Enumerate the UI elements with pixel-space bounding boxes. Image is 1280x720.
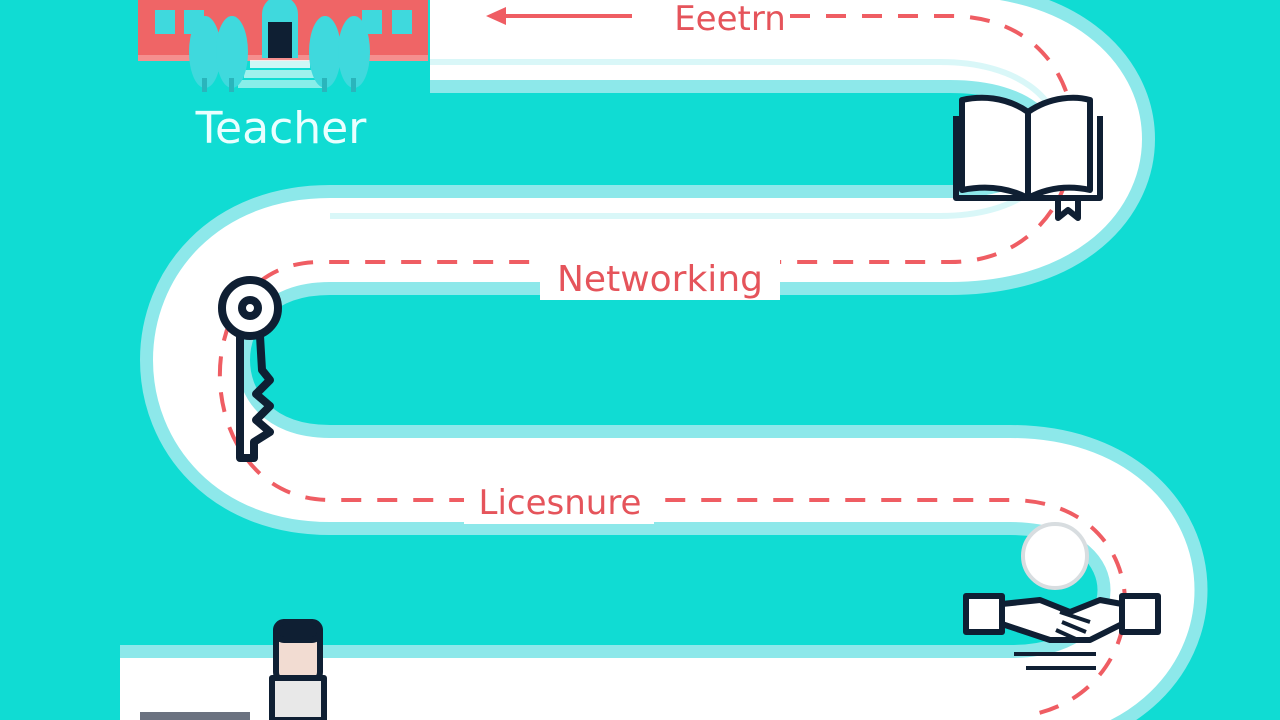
networking-label: Networking <box>557 259 763 300</box>
arrow-left-icon <box>486 7 632 25</box>
education-label: Eeetrn <box>674 0 786 39</box>
school-building-icon <box>138 0 428 92</box>
person-figure-icon <box>140 619 327 720</box>
teacher-label: Teacher <box>195 103 368 154</box>
handshake-icon <box>963 522 1161 670</box>
open-book-icon <box>953 94 1103 221</box>
networking-label-bg <box>540 250 780 300</box>
licensure-label-bg <box>464 478 654 524</box>
key-icon <box>218 276 282 462</box>
licensure-label: Licesnure <box>479 483 642 523</box>
